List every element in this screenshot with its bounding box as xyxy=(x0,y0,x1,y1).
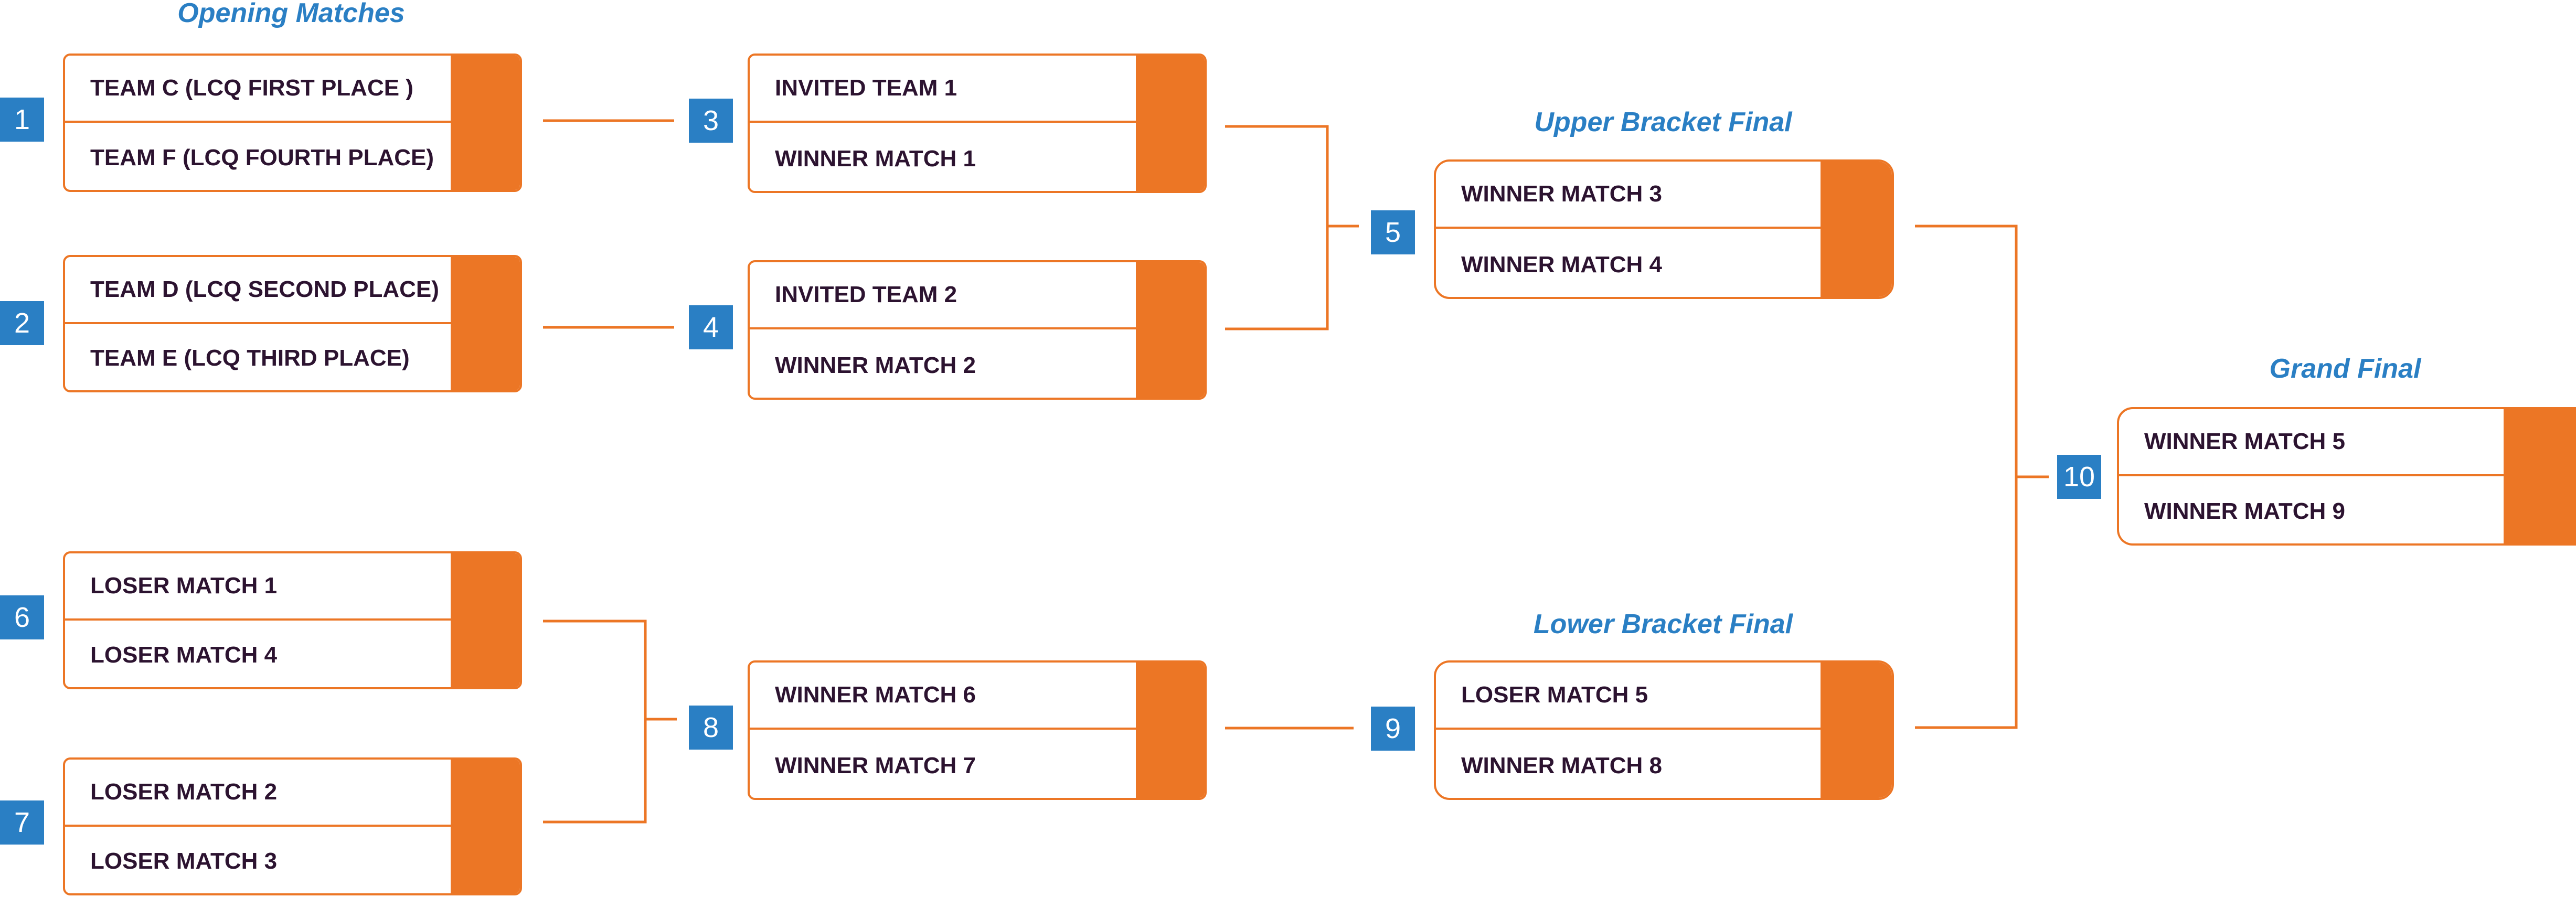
match-divider xyxy=(750,728,1138,730)
stage-title-upper-final: Upper Bracket Final xyxy=(1534,107,1792,137)
match-card-3: INVITED TEAM 1 WINNER MATCH 1 xyxy=(748,54,1207,193)
team-slot-bottom: WINNER MATCH 1 xyxy=(775,145,976,172)
match-divider xyxy=(1436,227,1823,229)
match-number-badge: 8 xyxy=(689,706,733,750)
team-slot-top: LOSER MATCH 5 xyxy=(1461,681,1648,708)
match-card-5: WINNER MATCH 3 WINNER MATCH 4 xyxy=(1434,159,1894,299)
match-divider xyxy=(65,121,453,123)
stage-title-grand-final: Grand Final xyxy=(2269,354,2421,384)
match-card-6: LOSER MATCH 1 LOSER MATCH 4 xyxy=(63,551,522,689)
connector-5-9-to-10 xyxy=(1915,225,2049,729)
team-slot-top: TEAM D (LCQ SECOND PLACE) xyxy=(90,276,439,302)
match-number-badge: 2 xyxy=(0,301,44,345)
score-box xyxy=(451,56,520,190)
match-divider xyxy=(750,327,1138,329)
match-card-9: LOSER MATCH 5 WINNER MATCH 8 xyxy=(1434,660,1894,800)
team-slot-bottom: TEAM E (LCQ THIRD PLACE) xyxy=(90,345,410,371)
match-card-2: TEAM D (LCQ SECOND PLACE) TEAM E (LCQ TH… xyxy=(63,255,522,392)
match-divider xyxy=(65,825,453,827)
match-number-badge: 6 xyxy=(0,595,44,639)
team-slot-bottom: WINNER MATCH 2 xyxy=(775,352,976,378)
team-slot-bottom: WINNER MATCH 8 xyxy=(1461,752,1662,778)
match-card-4: INVITED TEAM 2 WINNER MATCH 2 xyxy=(748,260,1207,400)
match-divider xyxy=(65,618,453,621)
team-slot-top: INVITED TEAM 2 xyxy=(775,281,957,307)
match-number-badge: 1 xyxy=(0,98,44,142)
match-card-1: TEAM C (LCQ FIRST PLACE ) TEAM F (LCQ FO… xyxy=(63,54,522,192)
team-slot-top: WINNER MATCH 3 xyxy=(1461,180,1662,207)
team-slot-top: TEAM C (LCQ FIRST PLACE ) xyxy=(90,74,413,101)
match-divider xyxy=(750,121,1138,123)
score-box xyxy=(451,760,520,893)
team-slot-bottom: LOSER MATCH 4 xyxy=(90,642,278,668)
score-box xyxy=(1136,262,1205,398)
score-box xyxy=(1136,56,1205,191)
match-number-badge: 5 xyxy=(1371,210,1415,254)
match-number-badge: 7 xyxy=(0,800,44,845)
stage-title-opening: Opening Matches xyxy=(177,0,405,28)
match-card-10: WINNER MATCH 5 WINNER MATCH 9 xyxy=(2117,407,2576,546)
match-divider xyxy=(1436,728,1823,730)
match-divider xyxy=(65,322,453,324)
score-box xyxy=(1821,663,1892,798)
score-box xyxy=(451,257,520,390)
team-slot-top: LOSER MATCH 1 xyxy=(90,572,278,599)
team-slot-top: INVITED TEAM 1 xyxy=(775,74,957,101)
score-box xyxy=(2504,409,2576,543)
team-slot-top: WINNER MATCH 6 xyxy=(775,681,976,708)
stage-title-lower-final: Lower Bracket Final xyxy=(1533,609,1793,639)
score-box xyxy=(1136,663,1205,798)
match-card-8: WINNER MATCH 6 WINNER MATCH 7 xyxy=(748,660,1207,800)
connector-6-7-to-8 xyxy=(543,620,677,824)
team-slot-bottom: LOSER MATCH 3 xyxy=(90,848,278,874)
team-slot-bottom: WINNER MATCH 7 xyxy=(775,752,976,778)
match-number-badge: 4 xyxy=(689,305,733,349)
score-box xyxy=(451,553,520,687)
score-box xyxy=(1821,162,1892,297)
match-number-badge: 9 xyxy=(1371,707,1415,751)
match-number-badge: 10 xyxy=(2057,455,2101,499)
team-slot-bottom: WINNER MATCH 9 xyxy=(2144,498,2345,524)
connector-3-4-to-5 xyxy=(1225,125,1359,330)
match-number-badge: 3 xyxy=(689,99,733,143)
team-slot-bottom: WINNER MATCH 4 xyxy=(1461,251,1662,277)
team-slot-bottom: TEAM F (LCQ FOURTH PLACE) xyxy=(90,144,434,170)
team-slot-top: LOSER MATCH 2 xyxy=(90,778,278,805)
match-divider xyxy=(2119,474,2506,476)
match-card-7: LOSER MATCH 2 LOSER MATCH 3 xyxy=(63,757,522,895)
team-slot-top: WINNER MATCH 5 xyxy=(2144,428,2345,454)
